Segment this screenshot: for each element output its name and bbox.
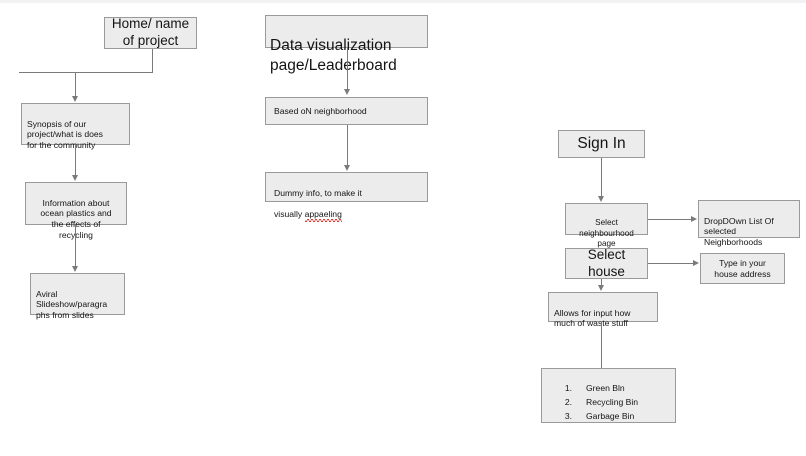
connector-visualization-to-based-on	[347, 48, 348, 90]
arrowhead-signin-to-select-neighbourhood	[598, 196, 604, 202]
connector-home-bus	[19, 72, 153, 73]
node-synopsis-label: Synopsis of our project/what is does for…	[27, 118, 103, 151]
node-type-house-address[interactable]: Type in your house address	[700, 253, 785, 284]
arrowhead-house-to-allows-input	[598, 285, 604, 291]
list-item[interactable]: 2. Recycling Bin	[542, 395, 675, 409]
list-item-label: Garbage Bin	[586, 411, 635, 422]
node-allows-input-waste[interactable]: Allows for input how much of waste stuff	[548, 292, 658, 328]
node-sign-in-label: Sign In	[577, 135, 626, 153]
connector-allows-input-to-bins	[601, 322, 602, 378]
node-dummy-info-misspelled-word: appaeling	[304, 209, 343, 222]
connector-home-to-synopsis	[75, 72, 76, 97]
node-bin-options-list[interactable]: 1. Green Bln 2. Recycling Bin 3. Garbage…	[541, 368, 676, 423]
arrowhead-information-to-slides	[72, 266, 78, 272]
node-dropdown-list-neighborhoods[interactable]: DropDOwn List Of selected Neighborhoods	[698, 200, 800, 247]
node-select-house-label: Select house	[587, 246, 626, 279]
node-select-house[interactable]: Select house	[565, 246, 648, 279]
node-data-visualization-title[interactable]: Data visualization page/Leaderboard	[265, 15, 428, 74]
node-based-on-neighborhood[interactable]: Based oN neighborhood	[265, 97, 428, 125]
node-based-on-label: Based oN neighborhood	[274, 105, 367, 116]
connector-house-to-address	[648, 263, 694, 264]
node-allows-input-label: Allows for input how much of waste stuff	[554, 307, 631, 329]
connector-house-to-allows-input	[601, 279, 602, 287]
node-dummy-info-line2-prefix: visually	[274, 209, 305, 220]
connector-signin-to-select-neighbourhood	[601, 158, 602, 197]
list-item-number: 3.	[564, 411, 572, 422]
node-aviral-slideshow[interactable]: Aviral Slideshow/paragra phs from slides	[30, 273, 125, 320]
node-data-visualization-label: Data visualization page/Leaderboard	[270, 37, 397, 74]
node-dummy-info-line1: Dummy info, to make it	[274, 187, 362, 198]
node-home-label: Home/ name of project	[111, 16, 190, 48]
arrowhead-based-on-to-dummy	[344, 165, 350, 171]
list-item[interactable]: 3. Garbage Bin	[542, 409, 675, 423]
connector-home-down	[152, 49, 153, 72]
node-sign-in[interactable]: Sign In	[558, 130, 645, 158]
connector-based-on-to-dummy	[347, 125, 348, 166]
node-select-neighbourhood-page[interactable]: Select neighbourhood page	[565, 203, 648, 248]
node-dummy-info[interactable]: Dummy info, to make it visually appaelin…	[265, 172, 428, 222]
connector-information-to-slides	[75, 225, 76, 267]
arrowhead-neighbourhood-to-dropdown	[691, 216, 697, 222]
arrowhead-synopsis-to-information	[72, 175, 78, 181]
list-item-number: 2.	[564, 397, 572, 408]
connector-neighbourhood-to-dropdown	[648, 219, 692, 220]
list-item[interactable]: 1. Green Bln	[542, 381, 675, 395]
connector-synopsis-to-information	[75, 145, 76, 176]
top-band	[0, 0, 806, 3]
list-item-label: Green Bln	[586, 383, 625, 393]
arrowhead-home-to-synopsis	[72, 96, 78, 102]
list-item-label: Recycling Bin	[586, 397, 639, 408]
arrowhead-house-to-address	[693, 260, 699, 266]
node-information-ocean-plastics[interactable]: Information about ocean plastics and the…	[25, 182, 127, 240]
node-aviral-label: Aviral Slideshow/paragra phs from slides	[36, 288, 108, 321]
node-type-house-address-label: Type in your house address	[714, 257, 771, 279]
list-item-number: 1.	[564, 383, 572, 393]
node-select-neighbourhood-label: Select neighbourhood page	[579, 218, 634, 248]
arrowhead-visualization-to-based-on	[344, 89, 350, 95]
node-information-label: Information about ocean plastics and the…	[40, 197, 112, 240]
node-home-name-of-project[interactable]: Home/ name of project	[104, 16, 197, 49]
node-dropdown-list-label: DropDOwn List Of selected Neighborhoods	[704, 215, 774, 248]
node-synopsis[interactable]: Synopsis of our project/what is does for…	[21, 103, 130, 150]
